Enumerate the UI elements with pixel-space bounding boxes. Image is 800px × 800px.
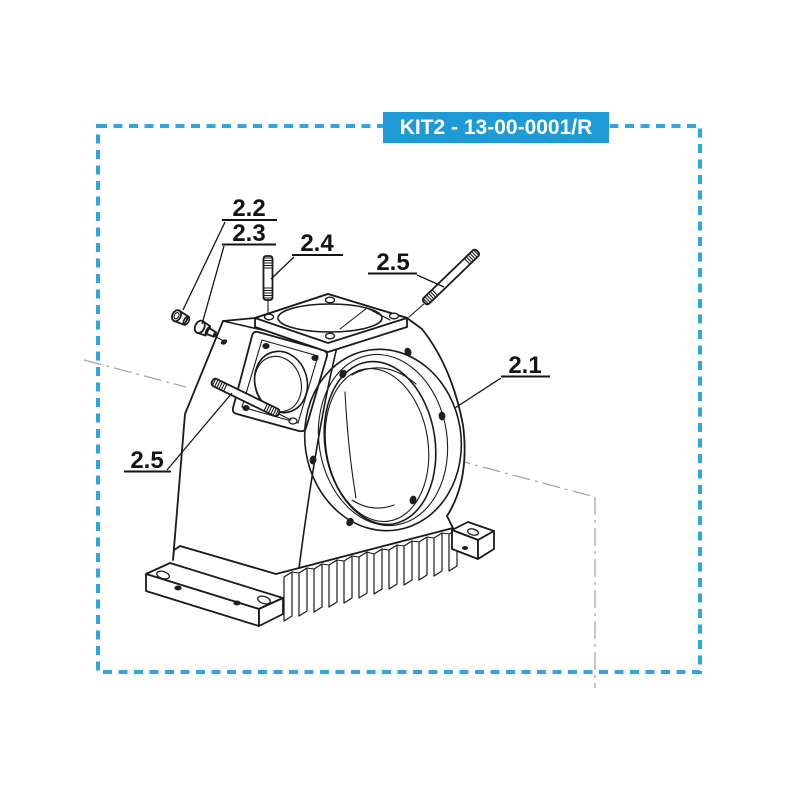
top-flange-corner-hole [324, 296, 336, 304]
stud-body [421, 248, 481, 306]
fin-base-lines [291, 532, 450, 574]
main-flange-outer-edge [303, 348, 463, 532]
foot-screw-hole [233, 600, 241, 606]
flange-bolt-hole [404, 347, 412, 357]
callout-2-4: 2.4 [300, 230, 334, 257]
top-flange [254, 293, 408, 353]
stud-threads [211, 378, 280, 417]
title-block: KIT2 - 13-00-0001/R [383, 112, 609, 143]
right-foot-end-face [477, 530, 495, 560]
foot-bolt-hole [466, 528, 480, 536]
side-opening-depth-line [254, 355, 302, 413]
recess-corner-hole [242, 405, 250, 411]
flange-bolt-hole [409, 495, 417, 505]
leader-lines [166, 221, 502, 471]
plug-front-face [182, 315, 191, 326]
main-flange [303, 347, 463, 532]
stud-threads [262, 257, 274, 299]
callout-2-1: 2.1 [508, 352, 541, 379]
recess-stud-hole [288, 417, 298, 425]
right-foot [451, 521, 495, 560]
plug-back-inner [173, 311, 180, 320]
top-flange-face [254, 293, 408, 344]
cooling-fin [283, 571, 293, 622]
fitting-axis-line [215, 336, 223, 341]
centerline-diagonal-left [83, 359, 187, 388]
plug-hole [220, 339, 228, 345]
foot-screw-hole [174, 585, 182, 591]
callout-labels: 2.2 2.3 2.4 2.5 2.1 2.5 [124, 195, 550, 474]
callout-2-3: 2.3 [232, 220, 265, 247]
cooling-fin [433, 532, 443, 577]
bore-top-arc [351, 367, 417, 385]
foot-bolt-hole [257, 595, 271, 605]
cooling-fin [418, 536, 428, 581]
cooling-fins [283, 528, 458, 622]
cooling-fin [298, 567, 308, 617]
leader-2-1 [454, 377, 502, 409]
flange-bolt-hole [438, 411, 446, 421]
left-foot [145, 562, 284, 627]
plug-2-2 [171, 309, 191, 326]
title-box [383, 112, 609, 143]
top-opening [277, 303, 383, 333]
flange-bolt-hole [346, 517, 354, 527]
top-flange-corner-hole [324, 332, 336, 340]
top-opening-inner-lines [339, 307, 391, 330]
main-flange-opening [323, 360, 437, 526]
leader-2-2 [182, 221, 226, 311]
cooling-fin [373, 548, 383, 595]
stud-axis-line [408, 302, 426, 318]
stud-2-5-top [408, 248, 481, 318]
main-flange-plateau-edge [317, 353, 449, 527]
stud-2-5-left [210, 377, 292, 421]
stud-2-4 [262, 255, 274, 315]
cooling-fin [358, 551, 368, 599]
side-recess-inner-line [241, 339, 319, 424]
callout-2-5-left: 2.5 [130, 447, 163, 474]
bore-bottom-arc [351, 499, 395, 509]
bore-left-line [344, 391, 357, 499]
cooling-fin [403, 540, 413, 586]
cooling-fin [313, 563, 323, 613]
callout-2-5-top: 2.5 [376, 249, 409, 276]
flange-bolt-hole [309, 455, 317, 465]
callout-2-2: 2.2 [232, 195, 265, 222]
top-flange-corner-hole [263, 313, 275, 321]
stud-threads [422, 249, 480, 305]
recess-corner-hole [262, 343, 270, 349]
cooling-fin [343, 555, 353, 604]
cooling-fin [388, 544, 398, 590]
recess-corner-hole [311, 355, 319, 361]
leader-2-4 [270, 256, 295, 280]
leader-2-5-left [166, 392, 233, 471]
foot-bolt-hole [156, 570, 170, 580]
stud-axis-line [278, 413, 292, 421]
leader-2-3 [201, 245, 225, 325]
title-part-code: KIT2 - 13-00-0001/R [400, 116, 593, 139]
cooling-fin [328, 559, 338, 608]
fitting-2-3 [193, 319, 223, 341]
left-foot-end-face [258, 597, 284, 627]
flange-bolt-hole [339, 369, 347, 379]
fitting-tip [212, 331, 217, 338]
leader-2-5-top [416, 274, 445, 288]
foot-screw-hole [462, 546, 468, 550]
top-flange-corner-hole [388, 312, 400, 320]
